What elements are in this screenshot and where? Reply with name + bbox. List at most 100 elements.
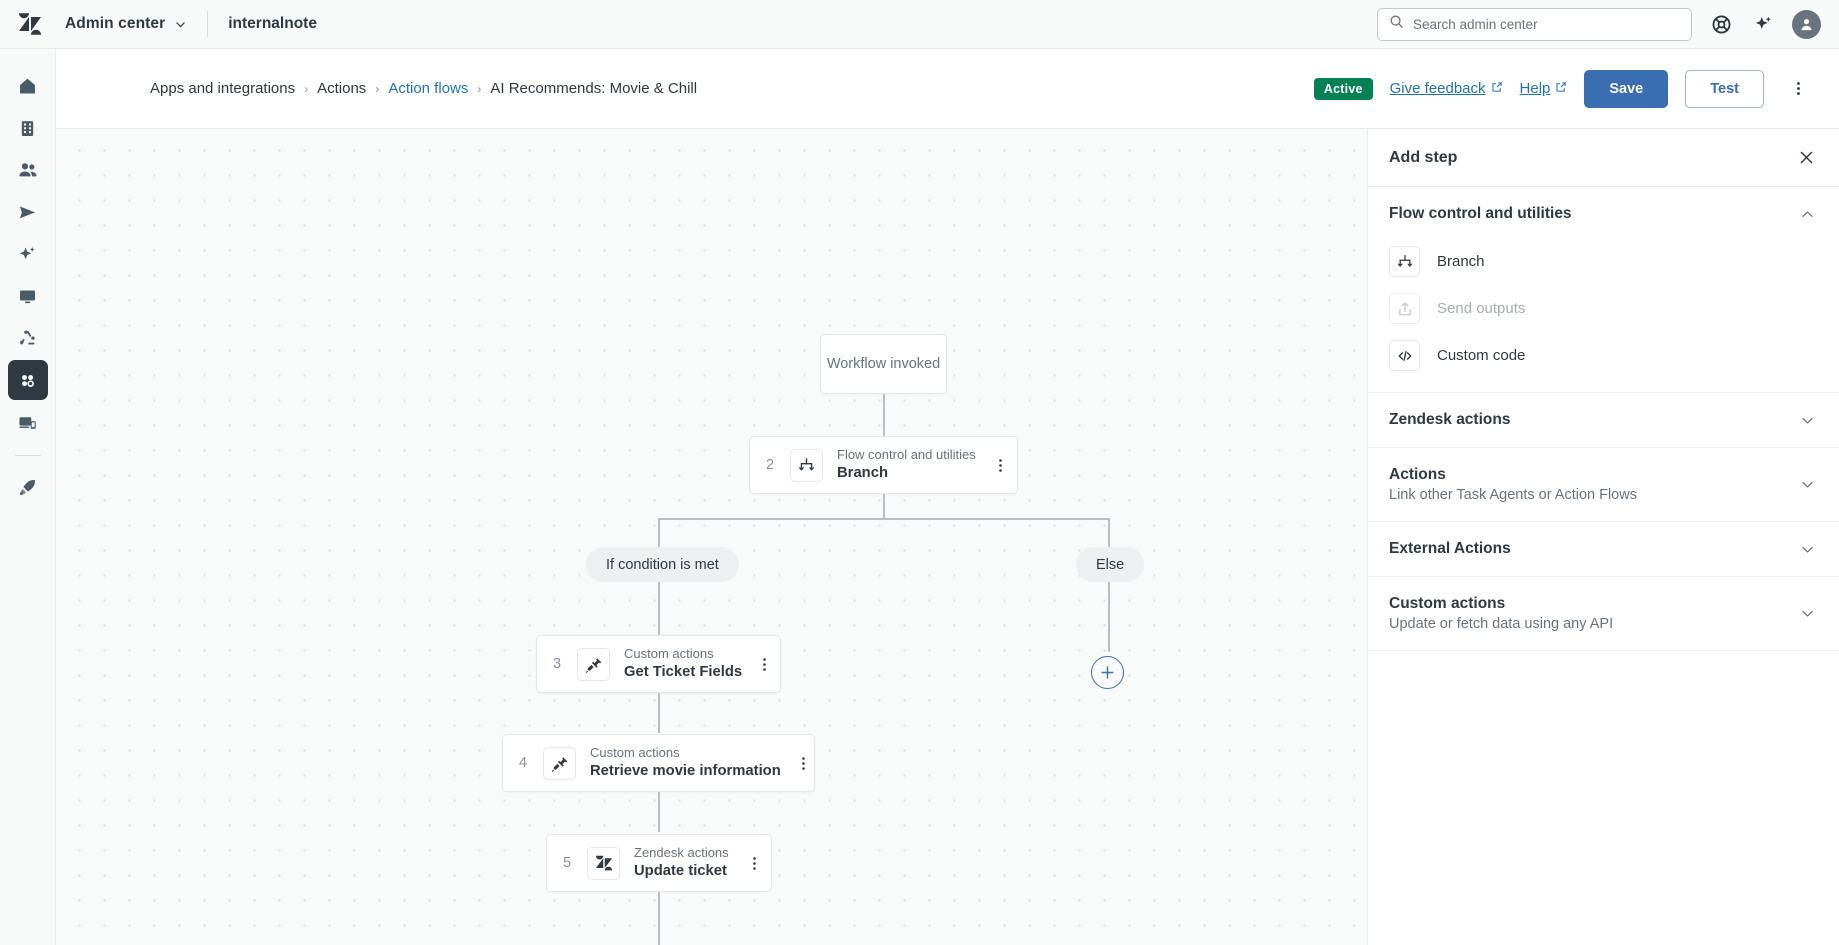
branch-label-if[interactable]: If condition is met [586,547,739,582]
flow-node-branch[interactable]: 2 Flow control and utilities Bra [749,436,1018,494]
node-number: 3 [552,656,562,672]
plug-icon [543,746,576,780]
section-subtitle: Link other Task Agents or Action Flows [1389,487,1637,503]
panel-section-header-actions[interactable]: Actions Link other Task Agents or Action… [1368,448,1839,521]
header-actions [1377,7,1821,41]
panel-section-header-external-actions[interactable]: External Actions [1368,522,1839,576]
sidebar-item-ai[interactable] [8,234,48,274]
section-text: Zendesk actions [1389,411,1510,429]
panel-section-header-custom-actions[interactable]: Custom actions Update or fetch data usin… [1368,577,1839,650]
panel-section-custom-actions: Custom actions Update or fetch data usin… [1368,577,1839,651]
account-name: internalnote [228,15,317,32]
node-name: Branch [837,464,888,481]
header-divider [207,11,209,37]
give-feedback-link[interactable]: Give feedback [1390,80,1503,97]
breadcrumb-item-action-flows[interactable]: Action flows [388,80,469,97]
lifebuoy-icon[interactable] [1708,11,1734,37]
node-category: Custom actions [590,745,680,761]
flow-diagram: Workflow invoked 2 [56,129,1367,945]
sidebar-item-objects-and-rules[interactable] [8,318,48,358]
toolbar-actions: Active Give feedback Help Save [1313,69,1811,108]
app-body: Apps and integrations › Actions › Action… [0,49,1839,945]
sidebar-item-workspaces[interactable] [8,276,48,316]
upload-icon [1389,293,1420,324]
panel-section-actions: Actions Link other Task Agents or Action… [1368,448,1839,522]
flow-node-get-ticket-fields[interactable]: 3 Custom actions Get Ticket Fields [536,635,781,693]
panel-section-header-zendesk-actions[interactable]: Zendesk actions [1368,393,1839,447]
node-menu-icon[interactable] [791,755,820,772]
chevron-down-icon [1799,477,1815,493]
branch-icon [790,448,823,482]
connector-node3-to-node4 [658,693,660,733]
top-header: Admin center internalnote [0,0,1839,49]
breadcrumb-separator: › [477,81,482,96]
user-avatar[interactable] [1792,9,1821,39]
sidebar-item-channels-devices[interactable] [8,402,48,442]
node-menu-icon[interactable] [988,457,1017,474]
close-icon[interactable] [1793,145,1819,171]
branch-label-else[interactable]: Else [1076,547,1145,582]
panel-option-branch[interactable]: Branch [1389,241,1818,282]
external-link-icon [1491,80,1503,97]
flow-canvas[interactable]: Workflow invoked 2 [56,129,1367,945]
chevron-up-icon [1799,206,1815,222]
zendesk-logo-icon[interactable] [17,11,43,37]
flow-node-retrieve-movie-information[interactable]: 4 Custom actions Retrieve movie informat… [502,734,815,792]
node-name: Update ticket [634,862,727,879]
panel-option-label: Branch [1437,253,1485,270]
search-input[interactable] [1413,16,1680,32]
node-category: Flow control and utilities [837,447,976,463]
section-title: Custom actions [1389,595,1506,612]
branch-label-else-text: Else [1096,556,1125,573]
breadcrumb: Apps and integrations › Actions › Action… [150,80,697,97]
sidebar-item-people[interactable] [8,150,48,190]
panel-option-label: Custom code [1437,347,1526,364]
section-title: Actions [1389,466,1446,483]
panel-section-zendesk-actions: Zendesk actions [1368,393,1839,448]
search-admin-center[interactable] [1377,7,1692,41]
branch-icon [1389,246,1420,277]
sidebar-item-launch[interactable] [8,467,48,507]
add-step-else-branch[interactable] [1091,656,1124,689]
sidebar-item-channels[interactable] [8,192,48,232]
help-link[interactable]: Help [1520,80,1568,97]
chevron-down-icon [1799,412,1815,428]
flow-node-update-ticket[interactable]: 5 Zendesk actions Update ticket [546,834,772,892]
section-title: Flow control and utilities [1389,205,1572,222]
admin-center-menu[interactable]: Admin center [65,15,187,33]
connector-if-down [658,518,660,549]
sidebar-divider [14,455,41,456]
zendesk-icon [587,846,620,880]
node-menu-icon[interactable] [742,855,771,872]
workflow-invoked-node[interactable]: Workflow invoked [820,334,947,394]
brand-label: Admin center [65,15,166,32]
connector-if-to-node3 [658,582,660,640]
node-labels: Custom actions Get Ticket Fields [610,646,752,681]
sidebar-item-apps-and-integrations[interactable] [7,360,48,400]
node-category: Zendesk actions [634,845,729,861]
main-content: Apps and integrations › Actions › Action… [56,49,1839,945]
test-button[interactable]: Test [1685,69,1764,108]
sparkle-icon[interactable] [1750,11,1776,37]
node-name: Get Ticket Fields [624,663,743,680]
section-subtitle: Update or fetch data using any API [1389,616,1614,632]
sidebar-item-account[interactable] [8,108,48,148]
panel-section-header-flow-control[interactable]: Flow control and utilities [1368,187,1839,241]
left-sidebar [0,49,56,945]
more-options-icon[interactable] [1785,74,1811,104]
save-button[interactable]: Save [1584,69,1669,108]
panel-option-custom-code[interactable]: Custom code [1389,335,1818,376]
section-text: Custom actions Update or fetch data usin… [1389,595,1613,632]
connector-else-down [1108,518,1110,549]
connector-branch-stem [883,494,885,518]
sidebar-item-home[interactable] [8,66,48,106]
breadcrumb-item-apps[interactable]: Apps and integrations [150,80,296,97]
node-menu-icon[interactable] [752,656,781,673]
panel-title: Add step [1389,148,1458,166]
code-icon [1389,340,1420,371]
node-name: Retrieve movie information [590,762,781,779]
breadcrumb-separator: › [375,81,380,96]
section-text: Actions Link other Task Agents or Action… [1389,466,1637,503]
breadcrumb-item-actions[interactable]: Actions [317,80,367,97]
